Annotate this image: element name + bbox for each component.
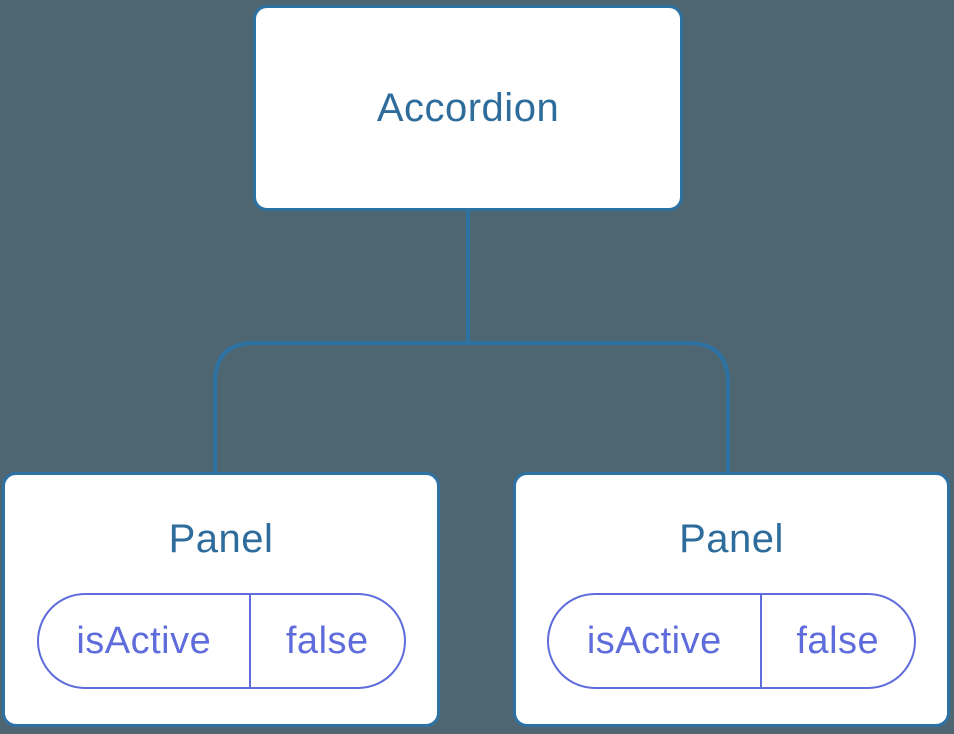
panel-node-left: Panel isActive false xyxy=(2,472,440,727)
accordion-node-label: Accordion xyxy=(376,86,560,130)
accordion-node: Accordion xyxy=(253,5,683,211)
state-key: isActive xyxy=(549,595,762,687)
state-value: false xyxy=(285,619,369,662)
state-pill: isActive false xyxy=(547,593,916,689)
state-pill: isActive false xyxy=(36,593,406,689)
panel-node-label: Panel xyxy=(679,517,784,561)
state-value: false xyxy=(796,619,880,662)
state-key: isActive xyxy=(39,595,252,687)
panel-node-right: Panel isActive false xyxy=(513,472,950,727)
panel-node-label: Panel xyxy=(168,517,274,561)
connector-branch xyxy=(213,341,730,472)
